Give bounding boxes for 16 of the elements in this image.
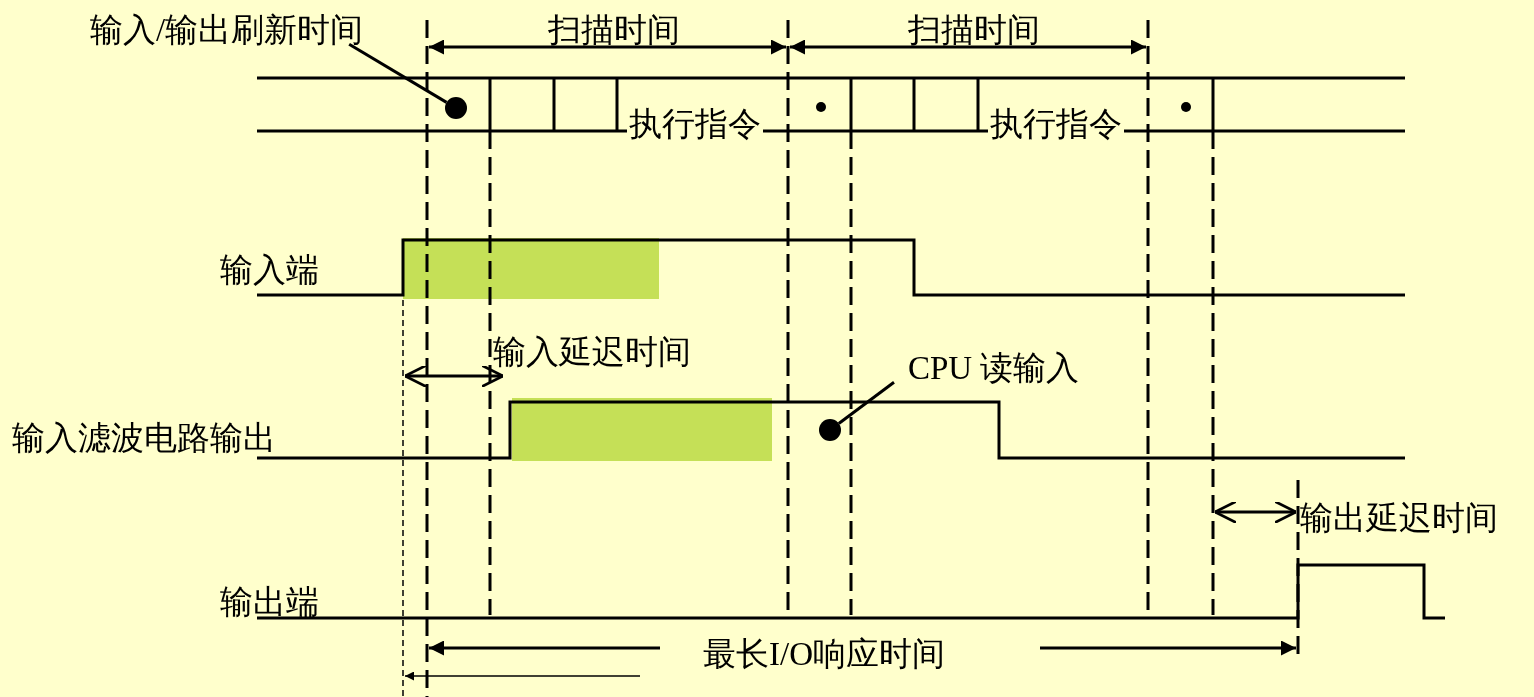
signal-name: 输入滤波电路输出 xyxy=(12,420,276,457)
segment-label: 执行指令 xyxy=(988,106,1124,143)
dimension-label: 输出延迟时间 xyxy=(1300,500,1498,537)
dimension-label: 输入延迟时间 xyxy=(493,334,691,371)
dimension-label: 扫描时间 xyxy=(908,12,1040,49)
signal-name: 输入端 xyxy=(220,252,319,289)
callout-label: CPU 读输入 xyxy=(908,350,1080,387)
dot-marker xyxy=(445,97,467,119)
signal-name: 输出端 xyxy=(220,584,319,621)
dimension-label: 扫描时间 xyxy=(548,12,680,49)
segment-label: 执行指令 xyxy=(627,106,763,143)
leader-line xyxy=(837,381,895,425)
dot-marker xyxy=(819,419,841,441)
dimension-label: 最长I/O响应时间 xyxy=(703,636,945,673)
callout-label: 输入/输出刷新时间 xyxy=(90,12,364,49)
leader-line xyxy=(348,43,448,104)
